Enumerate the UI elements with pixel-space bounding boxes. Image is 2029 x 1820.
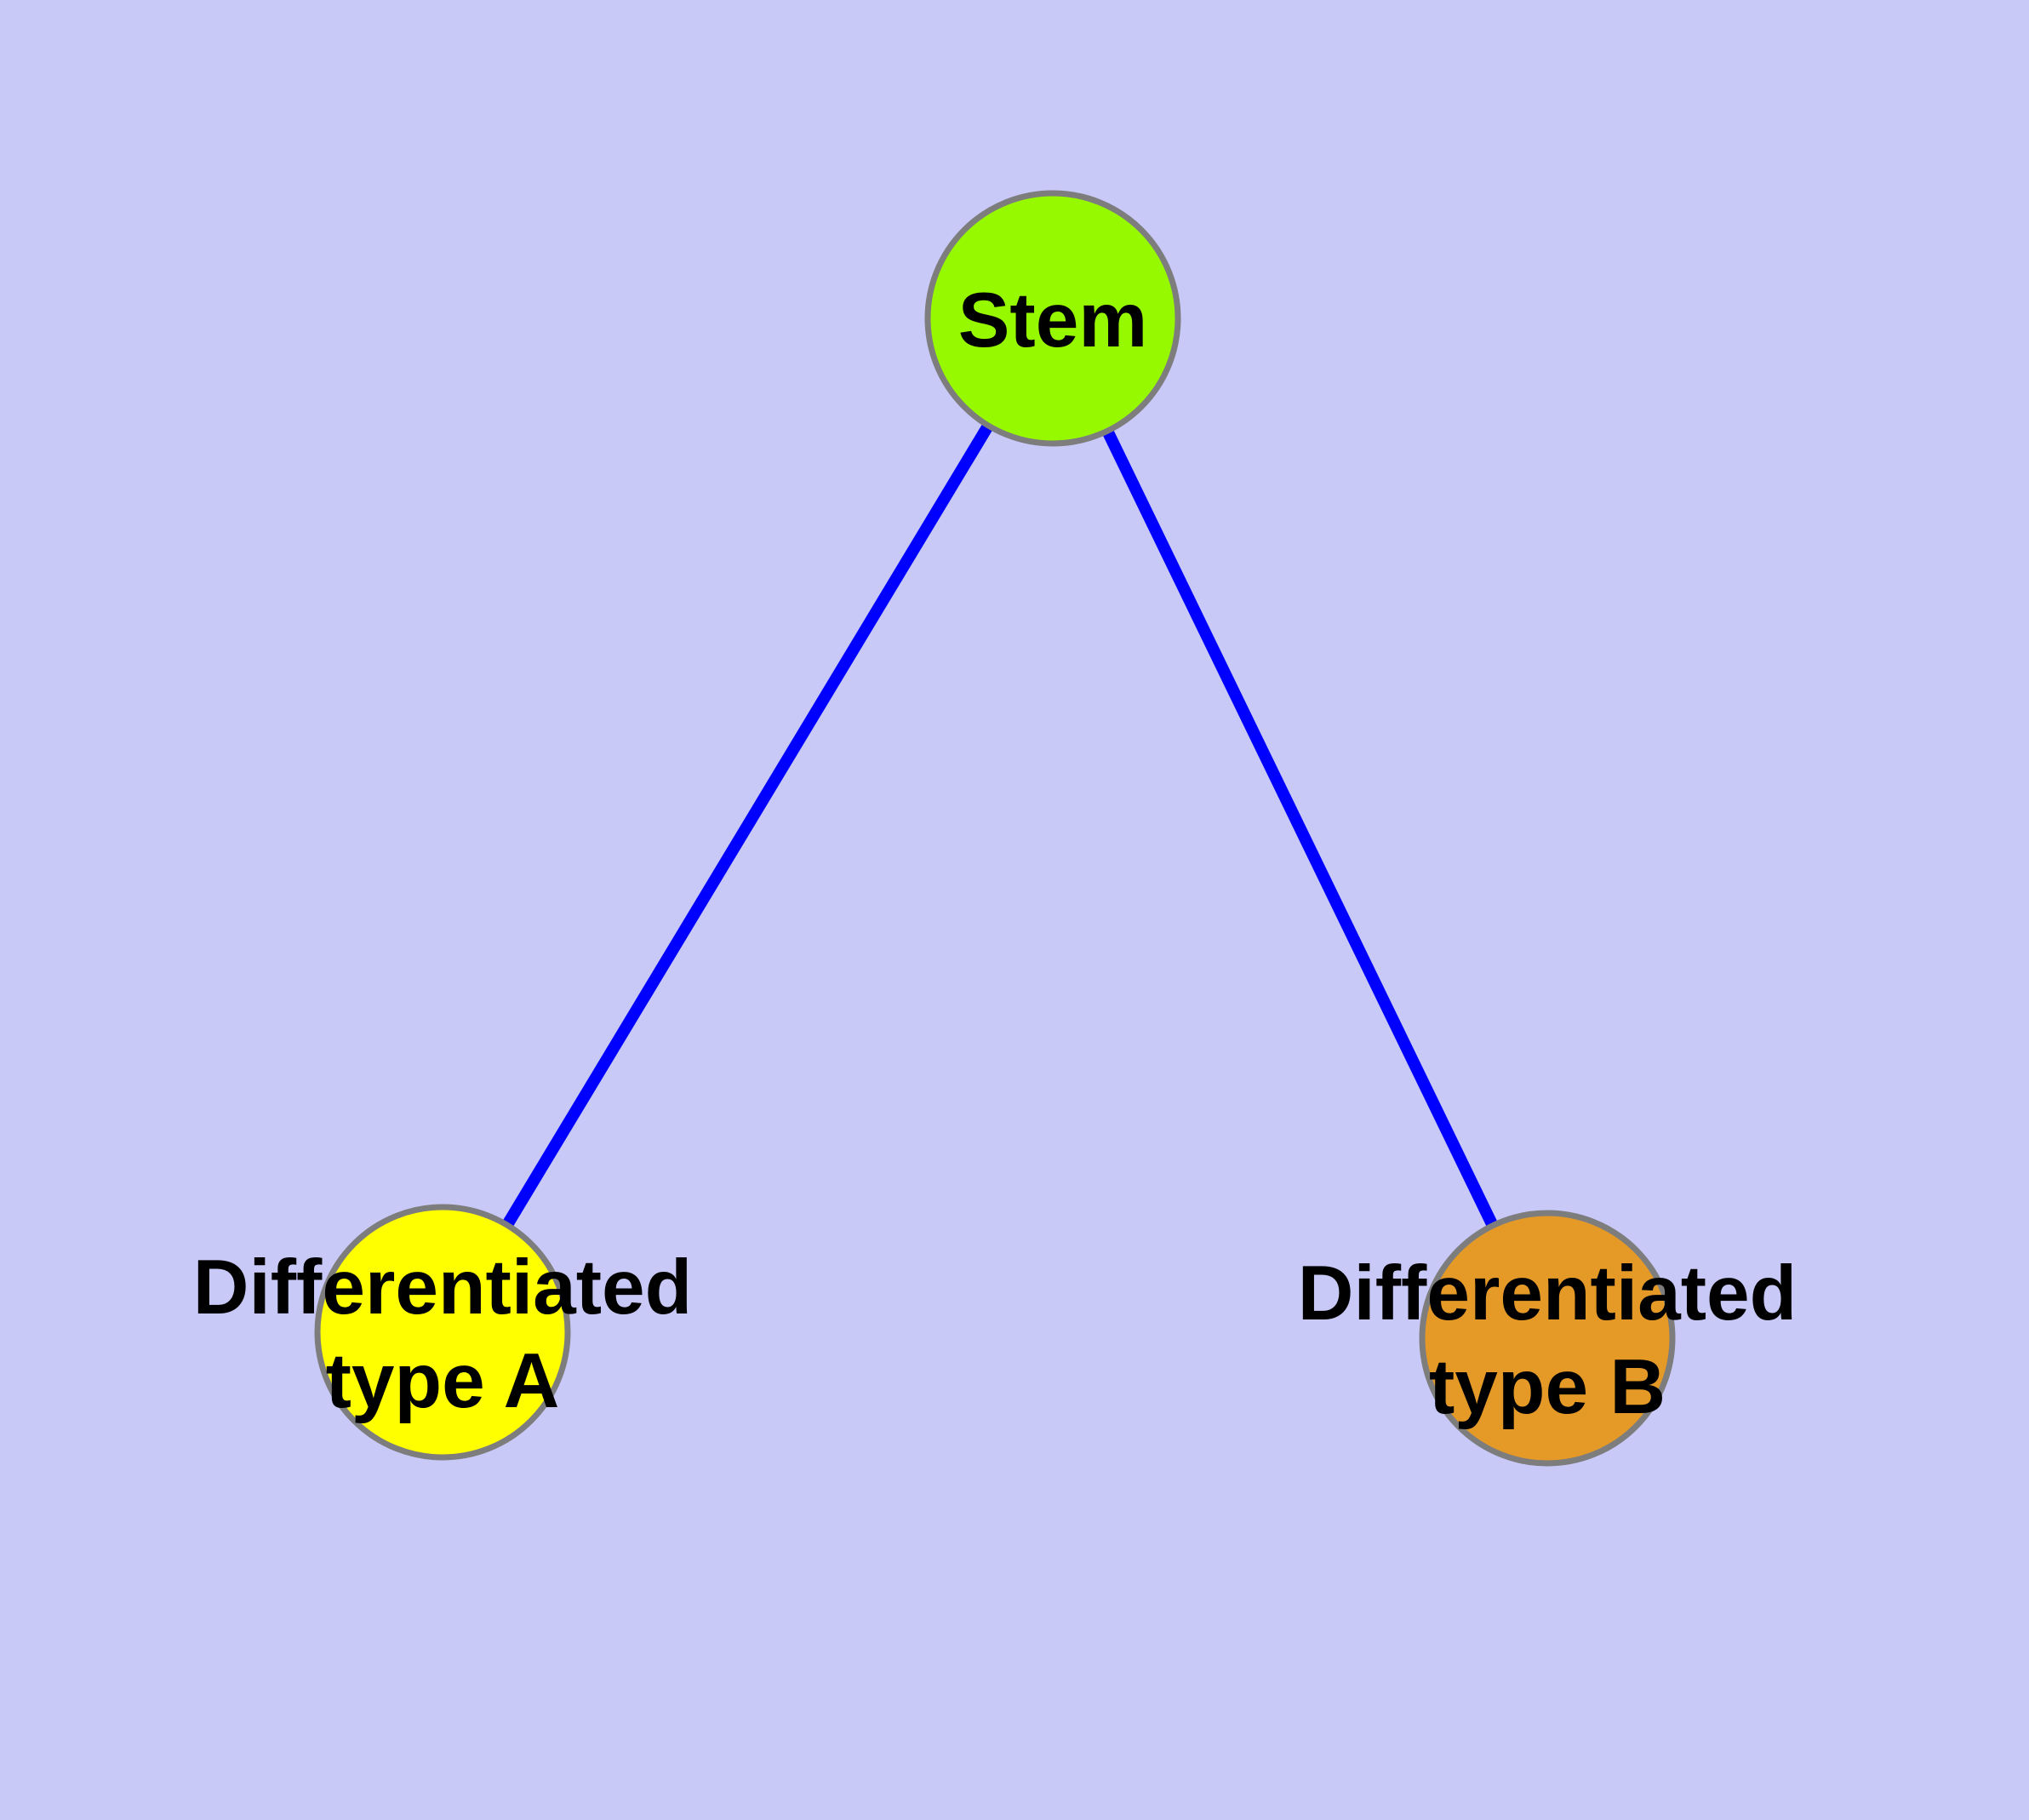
edge-stem-to-type-b xyxy=(1047,315,1553,1342)
node-type-b-label-line2: type B xyxy=(1429,1344,1666,1430)
node-type-a-label-line1: Differentiated xyxy=(193,1245,693,1331)
node-type-a-label-line2: type A xyxy=(326,1338,560,1424)
node-stem xyxy=(924,190,1181,447)
node-differentiated-type-a xyxy=(314,1204,571,1461)
node-type-b-label-line1: Differentiated xyxy=(1298,1251,1798,1336)
node-differentiated-type-b xyxy=(1419,1210,1676,1467)
node-stem-label: Stem xyxy=(958,278,1148,363)
edge-stem-to-type-a xyxy=(437,315,1058,1336)
